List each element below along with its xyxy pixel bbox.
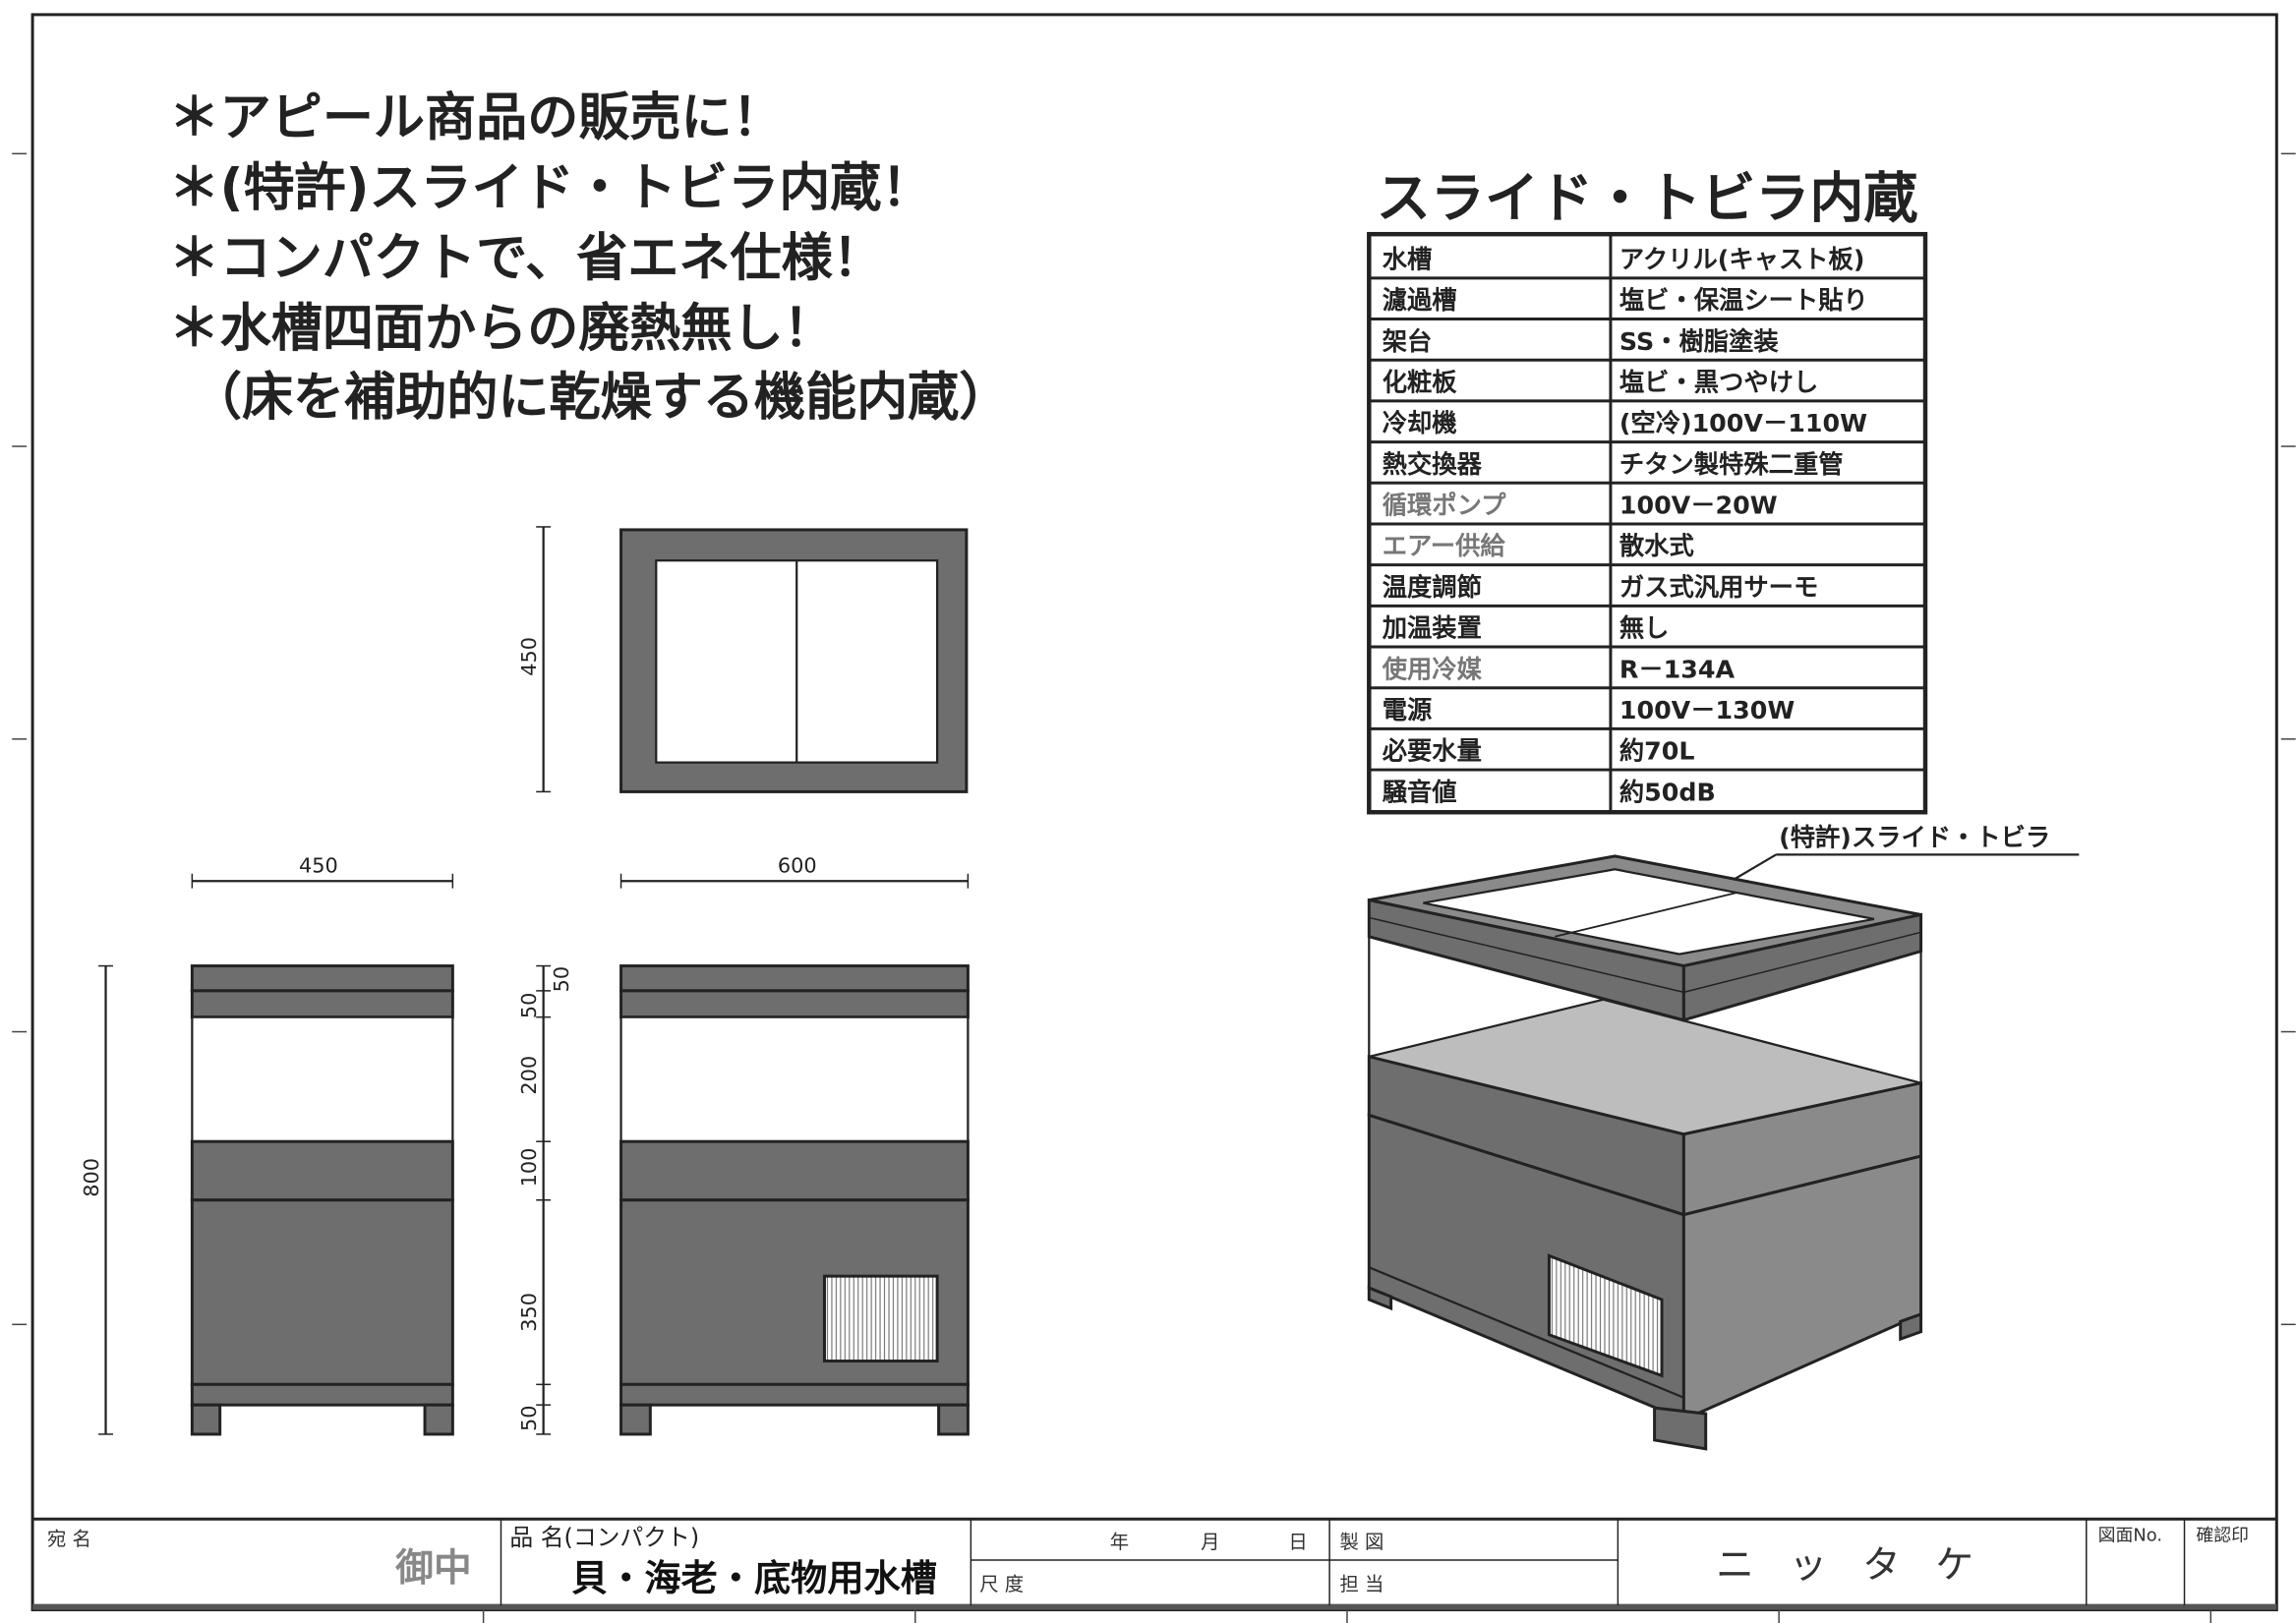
headline: ＊水槽四面からの廃熱無し！	[169, 299, 835, 358]
dimension-label: 450	[517, 637, 541, 676]
spec-row: エアー供給 散水式	[1369, 522, 1926, 560]
spec-label: 循環ポンプ	[1383, 492, 1506, 520]
spec-value: 無し	[1619, 614, 1670, 643]
spec-label: 化粧板	[1383, 368, 1458, 396]
spec-label: 電源	[1383, 696, 1433, 725]
spec-label: 加温装置	[1383, 614, 1482, 643]
title-block: 宛 名 御中 品 名(コンパクト) 貝・海老・底物用水槽 年 月 日 尺 度 製…	[32, 1517, 2277, 1606]
spec-row: 騒音値 約50dB	[1369, 768, 1926, 806]
spec-value: 塩ビ・黒つやけし	[1619, 368, 1818, 396]
spec-value: 約50dB	[1619, 778, 1716, 806]
spec-label: 熱交換器	[1383, 450, 1483, 479]
spec-row: 電源 100V－130W	[1369, 686, 1926, 725]
vent-grille	[1547, 1253, 1664, 1378]
spec-value: 100V－130W	[1619, 696, 1795, 725]
callout-sliding-door: (特許)スライド・トビラ	[1651, 823, 2080, 929]
year-label: 年	[1110, 1531, 1129, 1553]
scale-label: 尺 度	[979, 1573, 1024, 1595]
headline: ＊アピール商品の販売に！	[169, 88, 784, 147]
spec-label: 温度調節	[1383, 573, 1482, 602]
dimension-label: 50	[517, 993, 541, 1019]
spec-value: SS・樹脂塗装	[1619, 327, 1779, 356]
spec-label: 水槽	[1383, 245, 1433, 273]
spec-row: 冷却機 (空冷)100V－110W	[1369, 399, 1926, 437]
spec-row: 水槽 アクリル(キャスト板)	[1383, 245, 1865, 273]
dimension-label: 200	[517, 1056, 541, 1095]
spec-row: 加温装置 無し	[1369, 604, 1926, 643]
front-view-drawing: 600	[619, 853, 970, 1436]
drawn-by-label: 製 図	[1340, 1531, 1384, 1553]
product-name: 貝・海老・底物用水槽	[571, 1556, 937, 1599]
day-label: 日	[1288, 1531, 1307, 1553]
spec-value: 100V－20W	[1619, 492, 1778, 520]
sheet-frame	[12, 13, 2296, 1623]
spec-label: 冷却機	[1383, 409, 1457, 437]
dimension-label: 100	[517, 1148, 541, 1188]
addressee-label: 宛 名	[47, 1528, 91, 1550]
product-label: 品 名(コンパクト)	[509, 1524, 699, 1551]
spec-value: ガス式汎用サーモ	[1619, 573, 1818, 602]
spec-label: 架台	[1383, 327, 1433, 356]
month-label: 月	[1201, 1531, 1219, 1553]
dimension-label: 800	[80, 1158, 103, 1197]
dimension-label: 50	[517, 1405, 541, 1431]
spec-value: 散水式	[1619, 532, 1694, 560]
drawing-number-label: 図面No.	[2098, 1526, 2162, 1546]
top-view-drawing: 450	[517, 526, 969, 793]
spec-value: チタン製特殊二重管	[1619, 450, 1844, 479]
dimension-label: 450	[299, 853, 338, 877]
spec-row: 架台 SS・樹脂塗装	[1369, 318, 1926, 356]
callout-label: (特許)スライド・トビラ	[1779, 823, 2050, 851]
spec-row: 循環ポンプ 100V－20W	[1369, 481, 1926, 520]
spec-value: 約70L	[1619, 737, 1695, 766]
vent-grille	[823, 1274, 939, 1363]
spec-label: 騒音値	[1383, 778, 1457, 806]
spec-label: 濾過槽	[1383, 286, 1457, 315]
spec-row: 濾過槽 塩ビ・保温シート貼り	[1369, 276, 1926, 315]
in-charge-label: 担 当	[1340, 1573, 1384, 1595]
dimension-label: 600	[778, 853, 817, 877]
spec-value: 塩ビ・保温シート貼り	[1619, 286, 1868, 315]
spec-label: エアー供給	[1383, 532, 1506, 560]
spec-row: 化粧板 塩ビ・黒つやけし	[1369, 358, 1926, 396]
spec-row: 熱交換器 チタン製特殊二重管	[1369, 440, 1926, 479]
headline: ＊(特許)スライド・トビラ内蔵！	[169, 158, 933, 217]
dimension-label: 50	[550, 966, 573, 993]
addressee-suffix: 御中	[394, 1546, 471, 1591]
spec-title: スライド・トビラ内蔵	[1377, 166, 1918, 229]
spec-value: アクリル(キャスト板)	[1619, 245, 1865, 273]
spec-row: 使用冷媒 R－134A	[1369, 645, 1926, 683]
side-view-drawing: 450 800	[80, 853, 454, 1436]
spec-row: 必要水量 約70L	[1369, 726, 1926, 766]
dimension-label: 350	[517, 1293, 541, 1332]
company-name: ニッタケ	[1716, 1543, 2009, 1588]
spec-row: 温度調節 ガス式汎用サーモ	[1369, 563, 1926, 602]
spec-label: 必要水量	[1383, 737, 1482, 766]
height-dimension-chain: 50 50 200 100 350 50	[517, 964, 573, 1435]
headline: （床を補助的に乾燥する機能内蔵）	[191, 368, 1010, 427]
check-stamp-label: 確認印	[2196, 1526, 2249, 1546]
headline: ＊コンパクトで、省エネ仕様！	[169, 229, 884, 288]
spec-value: R－134A	[1619, 655, 1736, 683]
isometric-aquarium-drawing	[1367, 854, 1923, 1451]
headline-list: ＊アピール商品の販売に！ ＊(特許)スライド・トビラ内蔵！ ＊コンパクトで、省エ…	[169, 88, 1011, 427]
spec-label: 使用冷媒	[1382, 655, 1483, 683]
spec-value: (空冷)100V－110W	[1619, 409, 1867, 437]
